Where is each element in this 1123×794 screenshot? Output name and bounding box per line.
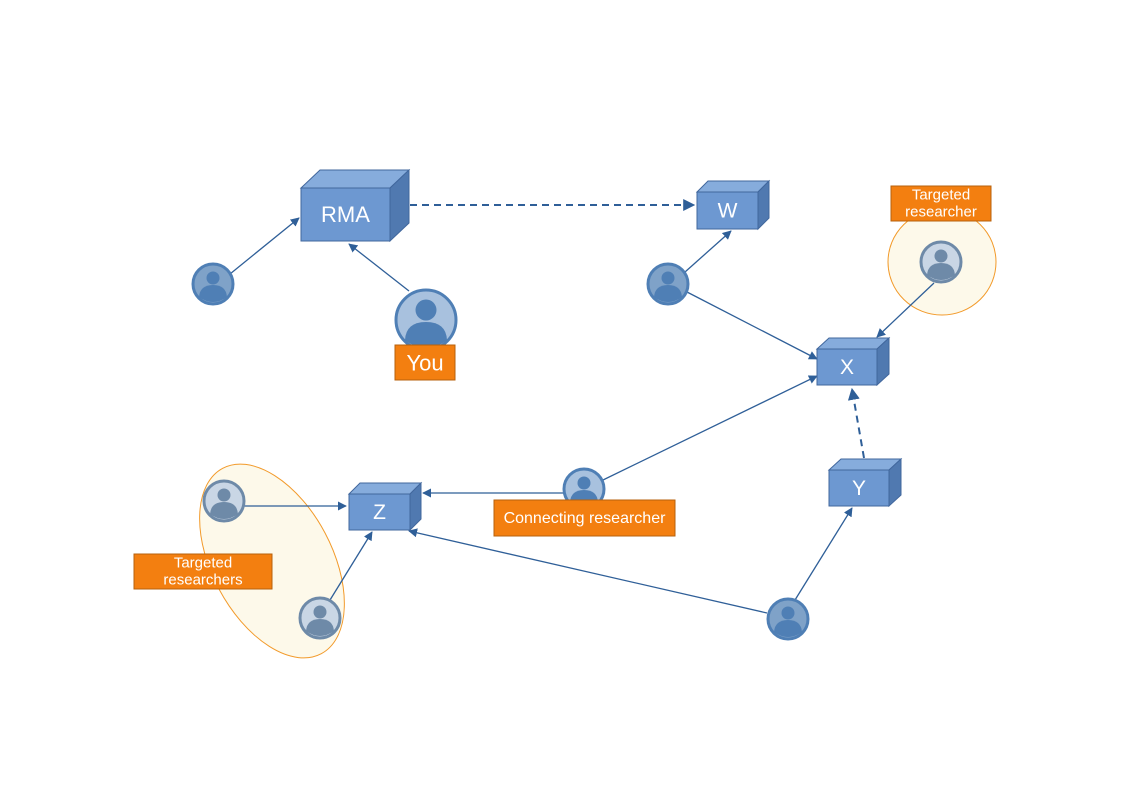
targeted-researchers-tag: Targeted researchers	[133, 553, 273, 590]
node-z: Z	[347, 481, 423, 532]
targeted-researcher-tag-line2: researcher	[905, 204, 977, 221]
connector-person3-x	[686, 291, 818, 360]
you-tag: You	[394, 344, 456, 381]
person-icon	[766, 597, 810, 641]
person-icon	[646, 262, 690, 306]
node-rma-label: RMA	[321, 202, 370, 227]
connector-person3-w	[684, 230, 732, 273]
person-icon	[191, 262, 235, 306]
connecting-researcher-tag: Connecting researcher	[493, 499, 676, 537]
you-tag-label: You	[406, 351, 443, 376]
node-w-label: W	[718, 200, 738, 223]
targeted-researchers-tag-line2: researchers	[163, 572, 242, 589]
targeted-researcher-icon	[919, 240, 963, 284]
node-z-label: Z	[373, 501, 386, 524]
targeted-researcher-icon	[298, 596, 342, 640]
connector-person1-rma	[229, 217, 300, 275]
targeted-researchers-tag-line1: Targeted	[174, 555, 232, 572]
connector-connecting-x	[602, 375, 818, 481]
node-w: W	[695, 179, 771, 231]
connectors	[229, 199, 935, 614]
connecting-researcher-tag-label: Connecting researcher	[504, 510, 667, 527]
node-x: X	[815, 336, 891, 387]
connector-group-bottom-z	[329, 531, 373, 601]
connector-bottom-person-z	[408, 528, 768, 614]
you-person-icon	[394, 288, 458, 352]
node-y-label: Y	[852, 477, 866, 500]
node-rma: RMA	[299, 168, 411, 243]
connector-y-x-dashed	[847, 387, 865, 459]
targeted-researcher-tag-line1: Targeted	[912, 187, 970, 204]
connector-bottom-person-y	[794, 507, 853, 601]
connector-you-rma	[348, 243, 410, 292]
connector-targeted-x	[876, 282, 935, 338]
targeted-researcher-tag: Targeted researcher	[890, 185, 992, 222]
node-y: Y	[827, 457, 903, 508]
targeted-researcher-icon	[202, 479, 246, 523]
node-x-label: X	[840, 356, 854, 379]
